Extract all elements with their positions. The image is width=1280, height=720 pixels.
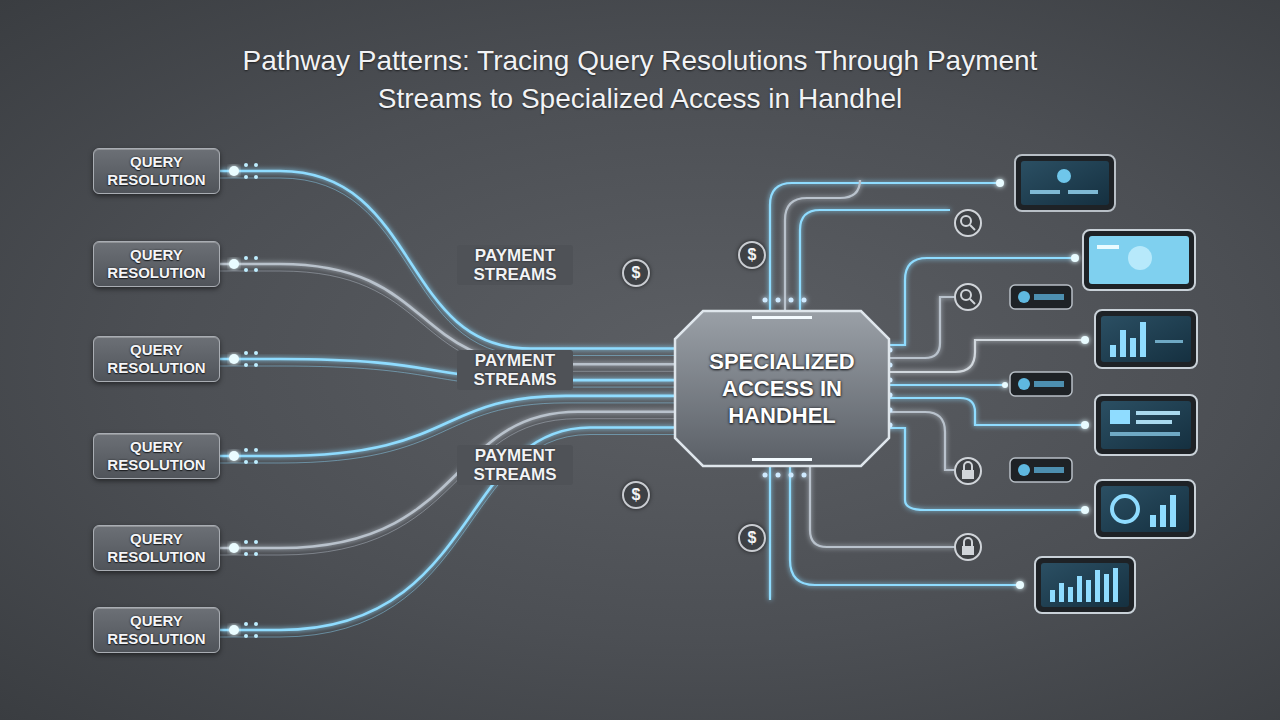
glow-dot xyxy=(229,625,239,635)
glow-dot xyxy=(229,451,239,461)
box-text: QUERY RESOLUTION xyxy=(100,438,213,474)
trace-dot xyxy=(244,634,248,638)
icons xyxy=(955,210,981,560)
parallel-trace xyxy=(220,271,675,371)
connector xyxy=(220,396,675,456)
flow-label: PAYMENT STREAMS xyxy=(457,445,573,485)
parallel-trace xyxy=(220,366,675,387)
process-box: QUERY RESOLUTION xyxy=(93,148,220,194)
trace-dot xyxy=(254,351,258,355)
connector xyxy=(220,171,675,349)
process-box: QUERY RESOLUTION xyxy=(93,525,220,571)
trace-dot xyxy=(244,351,248,355)
process-box: QUERY RESOLUTION xyxy=(93,433,220,479)
connector xyxy=(220,359,675,380)
connector xyxy=(220,264,675,364)
trace-dot xyxy=(254,268,258,272)
trace-dot xyxy=(254,540,258,544)
trace-dot xyxy=(244,256,248,260)
trace-dot xyxy=(244,268,248,272)
trace-dot xyxy=(244,163,248,167)
diagram-title: Pathway Patterns: Tracing Query Resoluti… xyxy=(240,42,1040,118)
trace-dot xyxy=(244,552,248,556)
glow-dot xyxy=(229,259,239,269)
process-box: QUERY RESOLUTION xyxy=(93,241,220,287)
box-text: QUERY RESOLUTION xyxy=(100,153,213,189)
process-box: QUERY RESOLUTION xyxy=(93,336,220,382)
trace-dot xyxy=(244,175,248,179)
glow-dot xyxy=(229,166,239,176)
trace-dot xyxy=(254,163,258,167)
process-box: QUERY RESOLUTION xyxy=(93,607,220,653)
parallel-trace xyxy=(220,435,675,638)
trace-dot xyxy=(254,552,258,556)
trace-dot xyxy=(244,622,248,626)
dollar-icon: $ xyxy=(738,241,766,269)
trace-dot xyxy=(254,363,258,367)
dollar-icon: $ xyxy=(738,524,766,552)
hub-octagon: SPECIALIZED ACCESS IN HANDHEL xyxy=(675,311,889,466)
box-text: QUERY RESOLUTION xyxy=(100,341,213,377)
dollar-icon: $ xyxy=(622,259,650,287)
trace-dot xyxy=(254,622,258,626)
trace-dot xyxy=(244,448,248,452)
connector xyxy=(220,428,675,631)
trace-dot xyxy=(254,448,258,452)
trace-dot xyxy=(254,256,258,260)
trace-dot xyxy=(254,634,258,638)
handheld-devices xyxy=(1010,155,1197,613)
hub-text: SPECIALIZED ACCESS IN HANDHEL xyxy=(697,348,867,429)
parallel-trace xyxy=(220,178,675,356)
trace-dot xyxy=(244,540,248,544)
box-text: QUERY RESOLUTION xyxy=(100,246,213,282)
trace-dot xyxy=(254,175,258,179)
connector xyxy=(220,412,675,548)
flow-label: PAYMENT STREAMS xyxy=(457,350,573,390)
box-text: QUERY RESOLUTION xyxy=(100,530,213,566)
trace-dot xyxy=(254,460,258,464)
dollar-icon: $ xyxy=(622,481,650,509)
glow-dot xyxy=(229,354,239,364)
parallel-trace xyxy=(220,419,675,555)
trace-dot xyxy=(244,363,248,367)
glow-dot xyxy=(229,543,239,553)
trace-dot xyxy=(244,460,248,464)
flow-label: PAYMENT STREAMS xyxy=(457,245,573,285)
box-text: QUERY RESOLUTION xyxy=(100,612,213,648)
